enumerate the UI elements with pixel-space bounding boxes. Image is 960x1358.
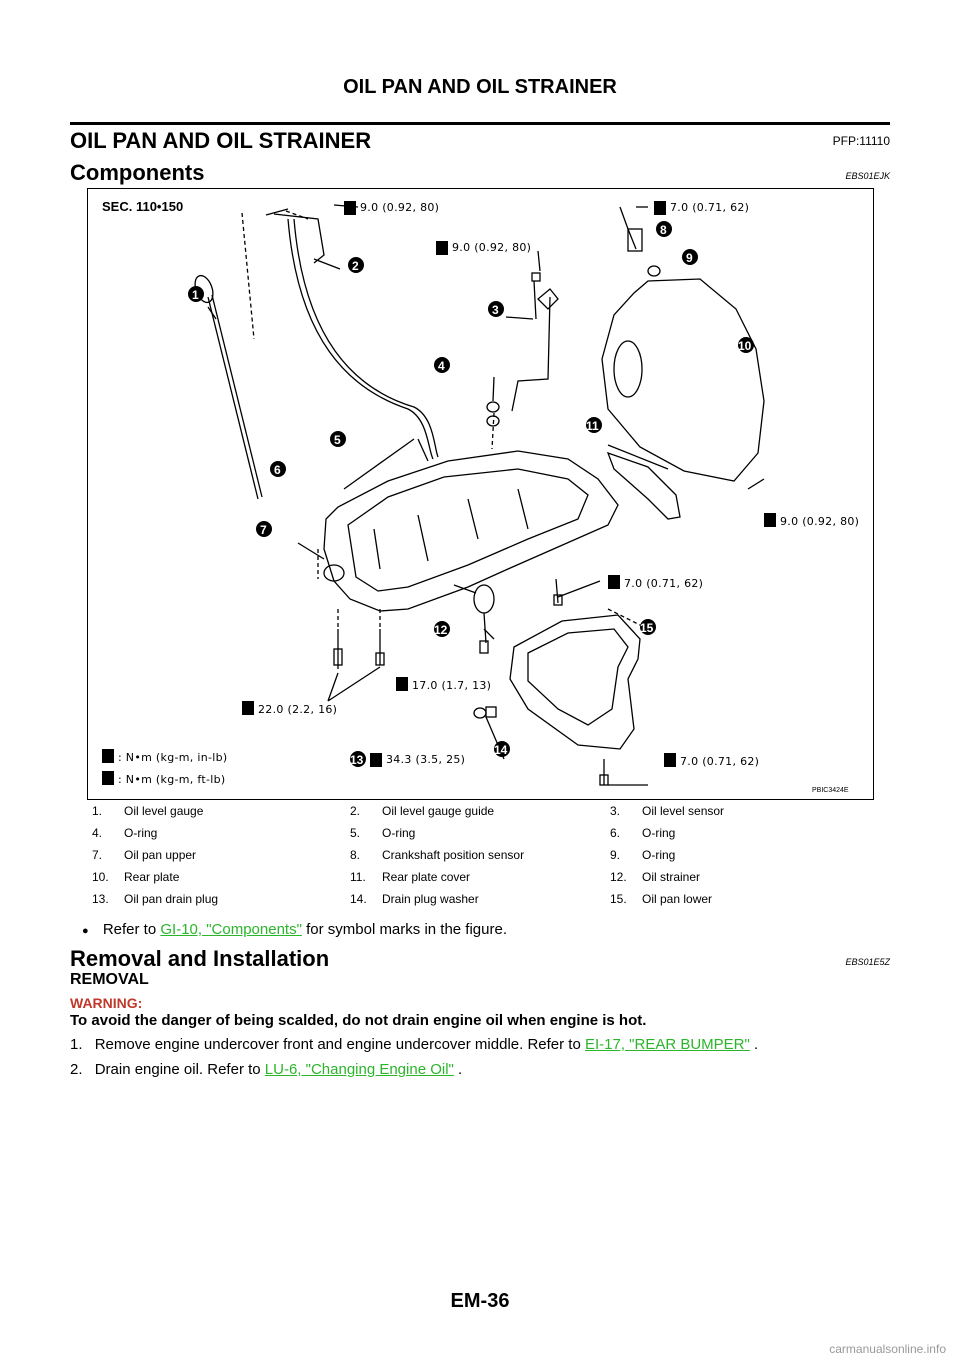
svg-text:7: 7 [260,523,267,537]
note-text: for symbol marks in the figure. [301,921,507,938]
part-name: O-ring [642,848,676,862]
svg-text:5: 5 [334,433,341,447]
svg-text:1: 1 [192,288,199,302]
part-num: 3. [610,804,621,818]
svg-text:12: 12 [434,623,448,637]
svg-text:14: 14 [494,743,508,757]
part-num: 10. [92,870,109,884]
removal-heading: REMOVAL [70,971,149,988]
exploded-view-drawing: 1 2 3 4 5 6 7 8 9 10 11 12 13 14 15 [102,201,776,786]
parts-row: 4. O-ring 5. O-ring 6. O-ring [92,826,872,848]
components-code: EBS01EJK [845,171,890,181]
pfp-code: PFP:11110 [832,134,890,148]
link-gi-10-components[interactable]: GI-10, "Components" [160,921,302,938]
components-figure: 1 2 3 4 5 6 7 8 9 10 11 12 13 14 15 [87,188,874,800]
step-number: 1. [70,1036,83,1053]
part-name: Oil pan drain plug [124,892,219,906]
step-text: . [453,1061,463,1078]
part-name: O-ring [124,826,158,840]
part-name: O-ring [382,826,416,840]
part-name: Drain plug washer [382,892,479,906]
torque-spec: 17.0 (1.7, 13) [412,679,492,692]
part-num: 5. [350,826,361,840]
legend-ftlb: : N•m (kg-m, ft-lb) [118,773,226,786]
page-number: EM-36 [450,1290,510,1312]
part-name: Oil strainer [642,870,701,884]
part-name: Crankshaft position sensor [382,848,525,862]
torque-spec: 7.0 (0.71, 62) [670,201,750,214]
part-num: 12. [610,870,627,884]
svg-text:13: 13 [350,753,364,767]
link-lu-6-changing-engine-oil[interactable]: LU-6, "Changing Engine Oil" [264,1061,454,1078]
svg-text:2: 2 [352,259,359,273]
parts-row: 7. Oil pan upper 8. Crankshaft position … [92,848,872,870]
part-name: Rear plate cover [382,870,471,884]
torque-spec: 7.0 (0.71, 62) [680,755,760,768]
svg-text:9: 9 [686,251,693,265]
part-num: 9. [610,848,621,862]
torque-spec: 9.0 (0.92, 80) [452,241,532,254]
legend-inlb: : N•m (kg-m, in-lb) [118,751,228,764]
svg-text:15: 15 [640,621,654,635]
step-text: Remove engine undercover front and engin… [94,1036,585,1053]
svg-text:4: 4 [438,359,445,373]
warning-text: To avoid the danger of being scalded, do… [70,1012,647,1029]
step-text: . [749,1036,759,1053]
bullet-icon: ● [82,925,89,937]
part-num: 6. [610,826,621,840]
components-title: Components [70,160,205,185]
part-name: Oil level sensor [642,804,725,818]
step-1: 1. Remove engine undercover front and en… [70,1036,758,1053]
part-name: O-ring [642,826,676,840]
symbol-note: ● Refer to GI-10, "Components" for symbo… [82,921,507,938]
part-num: 8. [350,848,361,862]
svg-text:6: 6 [274,463,281,477]
section-reference: SEC. 110•150 [102,199,184,214]
torque-spec: 22.0 (2.2, 16) [258,703,338,716]
svg-text:11: 11 [586,419,599,433]
part-num: 1. [92,804,103,818]
parts-list: 1. Oil level gauge 2. Oil level gauge gu… [92,804,872,914]
part-name: Rear plate [124,870,180,884]
part-name: Oil pan upper [124,848,197,862]
torque-icons [102,201,776,785]
part-num: 2. [350,804,361,818]
torque-spec: 7.0 (0.71, 62) [624,577,704,590]
warning-label: WARNING: [70,995,143,1011]
note-text: Refer to [102,921,161,938]
parts-row: 1. Oil level gauge 2. Oil level gauge gu… [92,804,872,826]
watermark: carmanualsonline.info [829,1342,946,1356]
step-number: 2. [70,1061,83,1078]
header-rule [70,122,890,125]
removal-installation-title: Removal and Installation [70,946,330,971]
svg-text:8: 8 [660,223,667,237]
part-name: Oil level gauge [124,804,204,818]
part-name: Oil level gauge guide [382,804,495,818]
torque-spec: 9.0 (0.92, 80) [780,515,860,528]
step-text: Drain engine oil. Refer to [94,1061,265,1078]
callouts: 1 2 3 4 5 6 7 8 9 10 11 12 13 14 15 [188,221,754,767]
parts-row: 13. Oil pan drain plug 14. Drain plug wa… [92,892,872,914]
svg-text:10: 10 [738,339,752,353]
part-num: 7. [92,848,103,862]
figure-code: PBIC3424E [812,787,849,794]
running-header: OIL PAN AND OIL STRAINER [343,76,617,98]
part-num: 4. [92,826,103,840]
part-num: 14. [350,892,367,906]
part-num: 15. [610,892,627,906]
part-num: 13. [92,892,109,906]
torque-spec: 9.0 (0.92, 80) [360,201,440,214]
part-num: 11. [350,870,366,884]
removal-installation-code: EBS01E5Z [845,957,890,967]
torque-spec: 34.3 (3.5, 25) [386,753,466,766]
section-title: OIL PAN AND OIL STRAINER [70,128,372,153]
link-ei-17-rear-bumper[interactable]: EI-17, "REAR BUMPER" [584,1036,750,1053]
svg-text:3: 3 [492,303,499,317]
step-2: 2. Drain engine oil. Refer to LU-6, "Cha… [70,1061,462,1078]
part-name: Oil pan lower [642,892,713,906]
parts-row: 10. Rear plate 11. Rear plate cover 12. … [92,870,872,892]
